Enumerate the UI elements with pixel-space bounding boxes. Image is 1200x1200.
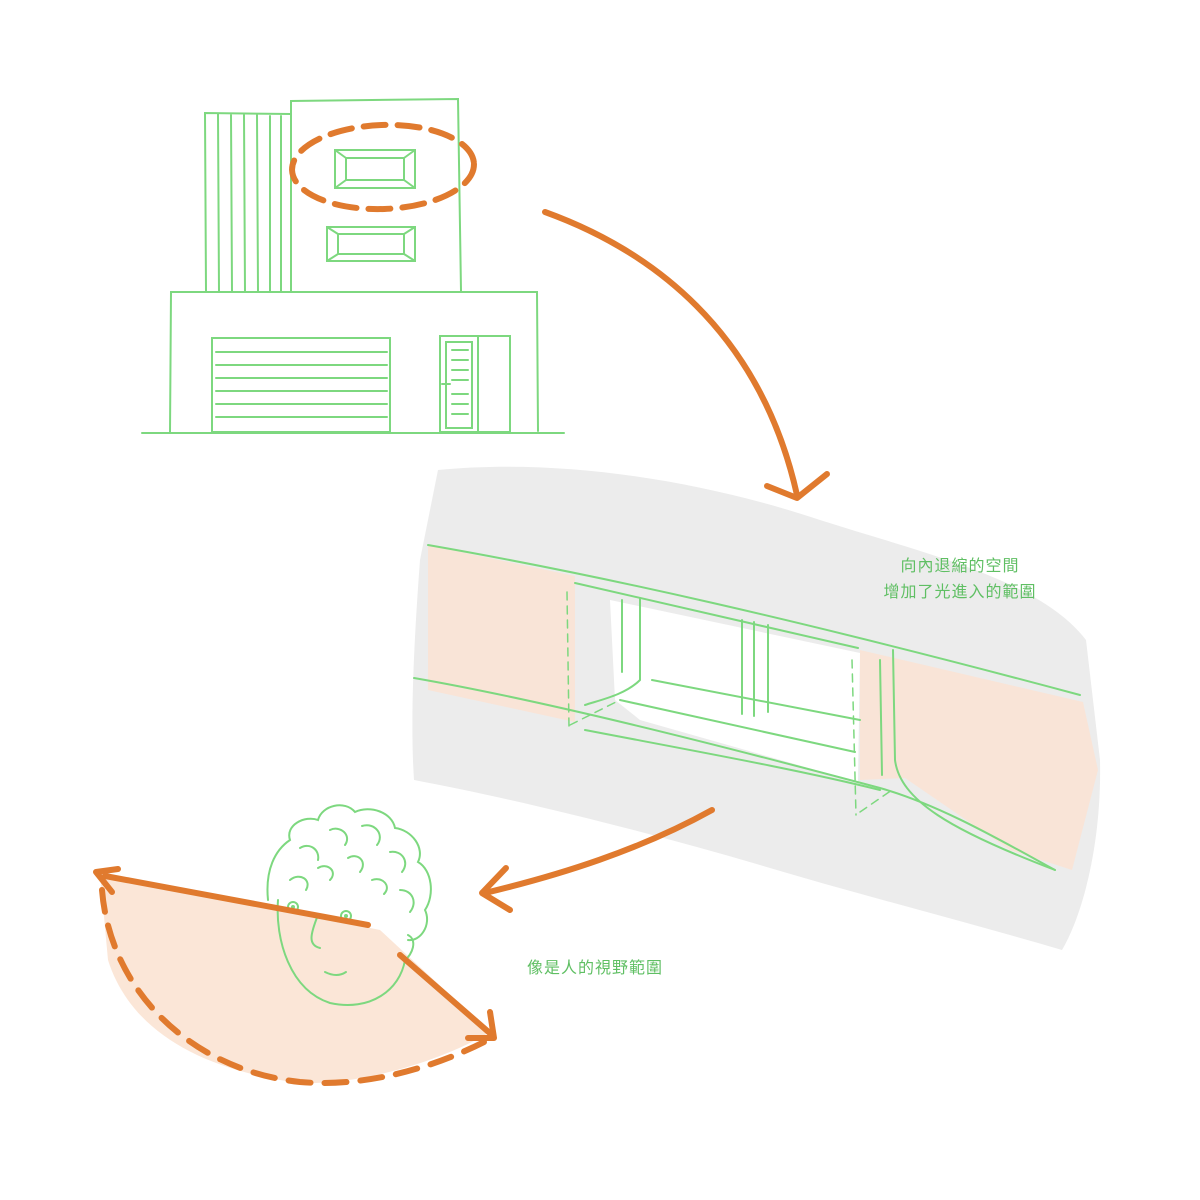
dashed-jamb-left bbox=[566, 591, 570, 729]
vision-boundaries bbox=[93, 866, 497, 1086]
tower-slats bbox=[217, 113, 282, 293]
building-facade bbox=[141, 97, 565, 434]
garage-door bbox=[211, 337, 391, 433]
face-outline bbox=[276, 899, 415, 1006]
arrow-to-person bbox=[479, 807, 715, 913]
hair-curls bbox=[266, 804, 432, 942]
middle-window bbox=[326, 226, 416, 262]
left-reveal bbox=[428, 545, 575, 722]
recess-caption: 向內退縮的空間 增加了光進入的範圍 bbox=[870, 553, 1050, 605]
vision-caption: 像是人的視野範圍 bbox=[526, 958, 663, 977]
dashed-jamb-right bbox=[851, 659, 857, 816]
lower-block bbox=[169, 291, 539, 434]
window-closeup bbox=[412, 466, 1101, 950]
upper-block bbox=[290, 97, 462, 293]
person-head bbox=[266, 804, 432, 1006]
right-reveal bbox=[860, 650, 1098, 870]
upper-window bbox=[334, 149, 416, 189]
vision-arc bbox=[99, 887, 491, 1086]
recess-caption-line2: 增加了光進入的範圍 bbox=[883, 582, 1037, 601]
slat-tower bbox=[203, 111, 292, 293]
field-of-view bbox=[100, 873, 490, 1084]
nose bbox=[310, 914, 321, 949]
window-opening bbox=[610, 600, 860, 782]
entry-door bbox=[439, 335, 511, 433]
recess-caption-line1: 向內退縮的空間 bbox=[900, 556, 1020, 575]
mouth bbox=[324, 971, 347, 976]
vision-fan bbox=[100, 873, 490, 1084]
upper-sight-line bbox=[102, 873, 371, 928]
lower-sight-line bbox=[397, 952, 495, 1038]
highlight-ellipse bbox=[289, 121, 477, 213]
arrow-to-closeup bbox=[542, 209, 830, 501]
